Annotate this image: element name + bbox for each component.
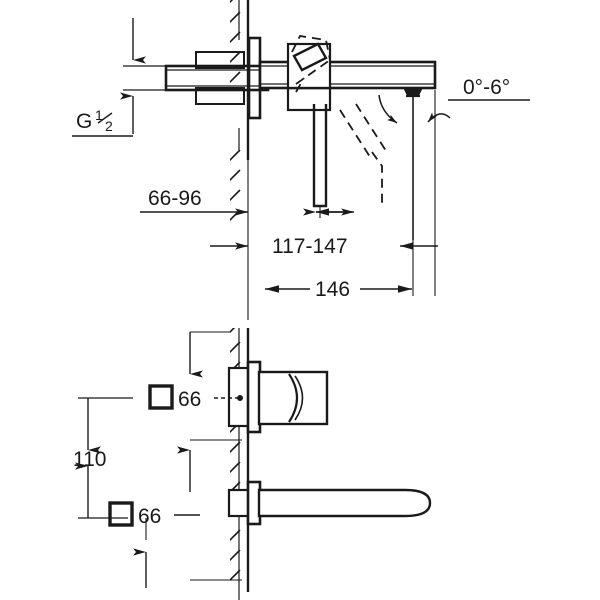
lever-handle-stem-solid — [312, 104, 328, 208]
dimension-117-147-label: 117-147 — [272, 235, 348, 258]
dimension-146-label: 146 — [315, 278, 350, 301]
dimension-110: 110 — [73, 397, 133, 519]
inlet-pipe-inner-lines — [166, 69, 268, 87]
front-elevation-view: 110 66 66 — [73, 328, 432, 600]
callout-spout-square-label: 66 — [138, 505, 161, 528]
spout-body — [258, 60, 437, 90]
aerator-outlet — [402, 87, 424, 98]
front-view-extension-lines — [190, 331, 242, 581]
thread-dimension-arrows — [120, 18, 166, 134]
handle-lever-front — [288, 373, 299, 423]
side-view-extension-lines — [319, 90, 436, 296]
dimension-110-label: 110 — [73, 448, 106, 471]
wall-bottom — [230, 328, 252, 600]
spout-front — [227, 480, 432, 526]
angle-label: 0°-6° — [463, 76, 510, 99]
callout-spout-square: 66 — [108, 501, 200, 528]
inlet-pipe-assembly — [164, 51, 270, 105]
thread-label-prefix: G — [76, 110, 92, 133]
spout-outline — [257, 488, 432, 518]
dimension-117-147: 117-147 — [210, 208, 438, 258]
square-icon-spout — [108, 501, 134, 527]
handle-escutcheon-front — [227, 360, 329, 434]
wall-top — [230, 0, 252, 320]
square-icon-handle — [148, 384, 174, 410]
front-view-locating-arrows — [133, 332, 203, 588]
callout-handle-square: 66 — [148, 384, 243, 411]
side-section-view: 0°-6° G 1 2 66-96 — [72, 0, 530, 320]
dimension-66-96: 66-96 — [140, 187, 248, 216]
angle-leader-arrows — [378, 94, 451, 124]
cartridge-block-lower — [286, 86, 332, 112]
dimension-146: 146 — [265, 278, 412, 301]
thread-label-numerator: 1 — [95, 107, 103, 123]
callout-handle-square-label: 66 — [178, 388, 201, 411]
lever-handle-solid — [292, 42, 328, 72]
fraction-slash — [97, 112, 113, 124]
thread-label-denominator: 2 — [105, 118, 113, 134]
thread-label-group: G 1 2 — [72, 107, 133, 137]
dimension-66-96-label: 66-96 — [148, 187, 202, 210]
callout-handle-leader-dot — [237, 395, 243, 401]
lever-handle-dashed — [291, 35, 389, 206]
